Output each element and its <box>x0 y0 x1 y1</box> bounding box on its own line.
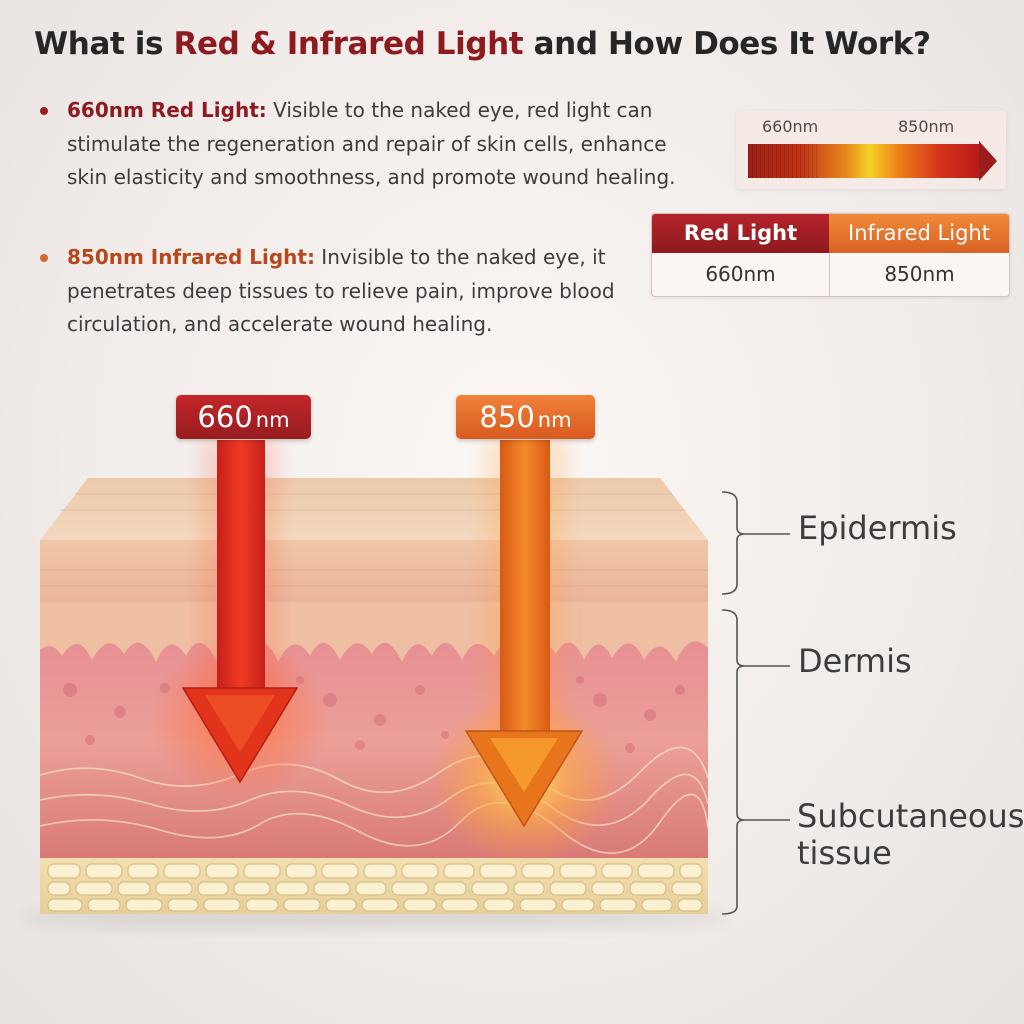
table-cell-infrared-wavelength: 850nm <box>884 262 955 286</box>
label-subcutaneous-line2: tissue <box>797 834 892 872</box>
epidermis-layer <box>40 540 708 602</box>
spectrum-label-660: 660nm <box>762 117 819 136</box>
title-accent: Red & Infrared Light <box>173 26 524 62</box>
layer-brackets <box>721 491 790 915</box>
bullet-text: 660nm Red Light: Visible to the naked ey… <box>38 94 698 195</box>
bullet-heading: 850nm Infrared Light: <box>67 245 315 269</box>
title-suffix: and How Does It Work? <box>523 26 931 62</box>
comparison-table: Red Light Infrared Light 660nm 850nm <box>651 213 1010 297</box>
epidermis-bracket <box>721 491 746 595</box>
dermis-fibers <box>39 746 709 854</box>
label-dermis: Dermis <box>798 642 912 680</box>
table-header-infrared-light: Infrared Light <box>829 214 1009 253</box>
badge-value: 660 <box>197 400 253 434</box>
badge-unit: nm <box>255 408 290 432</box>
label-subcutaneous-line1: Subcutaneous <box>797 797 1024 835</box>
bullet-text: 850nm Infrared Light: Invisible to the n… <box>38 241 698 342</box>
spectrum-gradient-bar <box>748 144 981 178</box>
label-subcutaneous-tissue: Subcutaneous tissue <box>797 797 1024 872</box>
arrow-right-icon <box>979 141 997 181</box>
title-prefix: What is <box>34 26 174 62</box>
page-title: What is Red & Infrared Light and How Doe… <box>34 26 931 62</box>
bullet-dot-icon <box>40 254 48 262</box>
dermis-bracket <box>721 609 746 716</box>
subcutaneous-bracket <box>721 716 746 915</box>
fat-cells <box>47 863 703 912</box>
badge-unit: nm <box>537 408 572 432</box>
skin-surface-top <box>40 478 708 540</box>
badge-value: 850 <box>479 400 535 434</box>
label-epidermis: Epidermis <box>798 509 957 547</box>
skin-cross-section-diagram <box>20 440 790 928</box>
bullet-heading: 660nm Red Light: <box>67 98 267 122</box>
bullet-dot-icon <box>40 107 48 115</box>
red-light-arrow <box>181 440 299 784</box>
spectrum-panel: 660nm 850nm <box>736 111 1006 189</box>
infrared-light-arrow <box>464 440 584 828</box>
bullet-body: Visible to the naked eye, red light can … <box>67 98 676 189</box>
table-header-red-light: Red Light <box>652 214 829 253</box>
bullet-red-light: 660nm Red Light: Visible to the naked ey… <box>38 94 698 195</box>
spectrum-label-850: 850nm <box>898 117 955 136</box>
bullet-body: Invisible to the naked eye, it penetrate… <box>67 245 615 336</box>
table-cell-red-wavelength: 660nm <box>652 253 830 296</box>
bullet-infrared-light: 850nm Infrared Light: Invisible to the n… <box>38 241 698 342</box>
